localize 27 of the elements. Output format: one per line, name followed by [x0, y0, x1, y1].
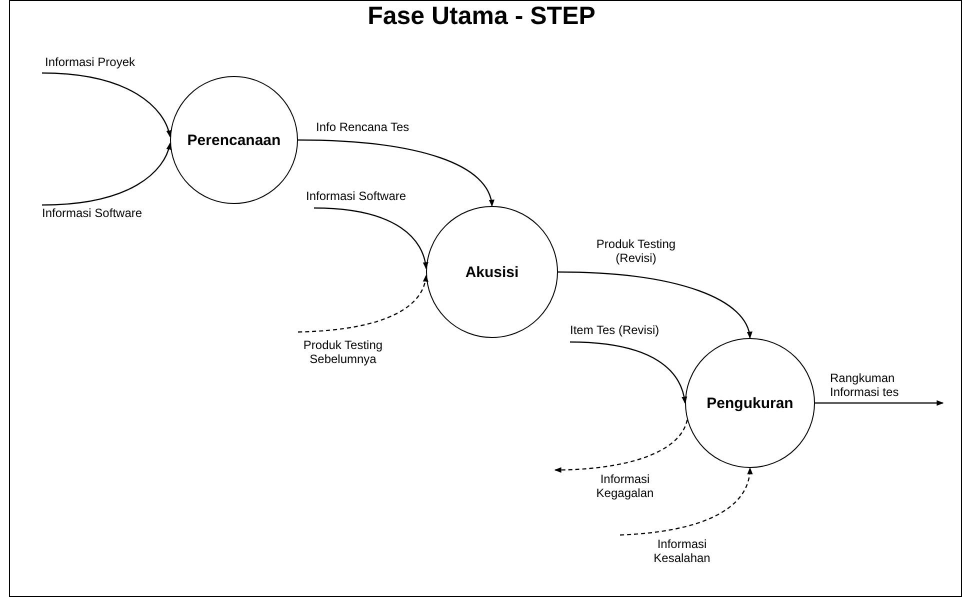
arrow [558, 271, 752, 339]
process-circle [685, 338, 815, 468]
edge-label: Item Tes (Revisi) [570, 323, 660, 337]
diagram-title: Fase Utama - STEP [368, 2, 596, 30]
arrow [815, 400, 944, 406]
edge-label: Rangkuman Informasi tes [830, 371, 900, 399]
arrow [42, 72, 172, 138]
arrow [42, 142, 172, 206]
arrow [314, 207, 428, 270]
edge-label: Informasi Kesalahan [652, 537, 712, 565]
arrow [298, 274, 428, 333]
process-circle [426, 206, 558, 338]
edge-label: Informasi Kegagalan [595, 472, 655, 500]
arrow [620, 467, 752, 536]
process-name: Pengukuran [706, 394, 794, 412]
edge-label: Produk Testing Sebelumnya [302, 338, 384, 366]
arrow [570, 341, 687, 404]
edge-label: Info Rencana Tes [316, 120, 410, 134]
process-circle [170, 76, 298, 204]
arrow [298, 139, 494, 207]
edge-label: Informasi Proyek [45, 55, 136, 69]
edge-label: Produk Testing (Revisi) [595, 237, 677, 265]
edge-label: Informasi Software [306, 189, 408, 203]
arrow [554, 420, 688, 473]
process-name: Akusisi [465, 264, 519, 280]
process-name: Perencanaan [187, 132, 281, 148]
edge-label: Informasi Software [42, 206, 144, 220]
